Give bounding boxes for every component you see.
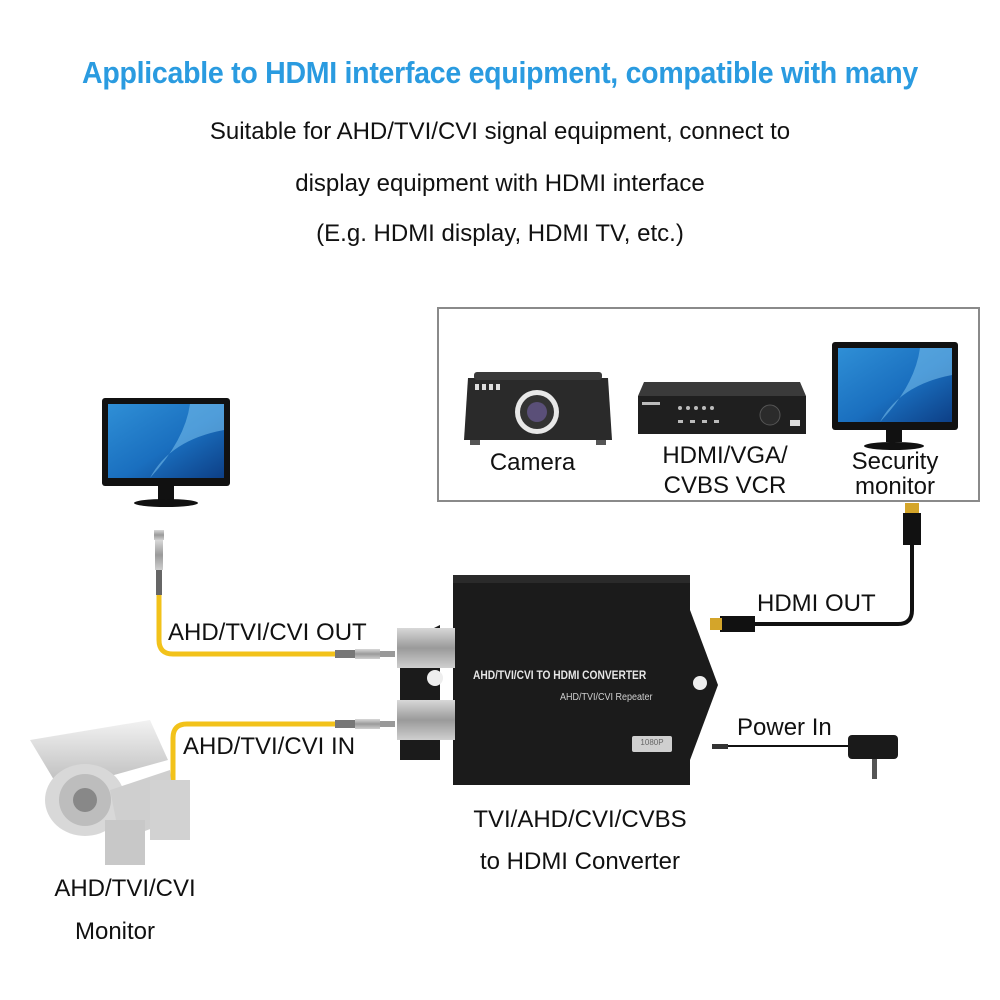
- converter-body-subtext: AHD/TVI/CVI Repeater: [560, 692, 653, 703]
- projector-camera-icon: [464, 372, 612, 445]
- subtitle-line-2: display equipment with HDMI interface: [295, 170, 705, 197]
- camera-label: Camera: [489, 449, 576, 476]
- vcr-label-line-2: CVBS VCR: [663, 472, 787, 499]
- coax-out-cable: [154, 530, 395, 659]
- resolution-badge: 1080P: [640, 738, 664, 747]
- power-in-label: Power In: [737, 714, 832, 741]
- security-monitor-label-line-1: Security: [851, 448, 939, 475]
- coax-in-cable: [170, 719, 395, 785]
- security-monitor-icon: [832, 342, 958, 450]
- subtitle-line-3: (E.g. HDMI display, HDMI TV, etc.): [316, 220, 684, 247]
- converter-body-text: AHD/TVI/CVI TO HDMI CONVERTER: [473, 668, 647, 682]
- converter-device: [397, 575, 718, 785]
- vcr-label-line-1: HDMI/VGA/: [662, 442, 788, 469]
- source-camera-label-line-2: Monitor: [74, 918, 156, 945]
- coax-in-label: AHD/TVI/CVI IN: [183, 733, 356, 760]
- power-adapter: [712, 735, 898, 779]
- headline: Applicable to HDMI interface equipment, …: [82, 55, 918, 90]
- dvr-recorder-icon: [638, 382, 806, 434]
- source-camera-label-line-1: AHD/TVI/CVI: [54, 875, 196, 902]
- hdmi-out-label: HDMI OUT: [757, 590, 876, 617]
- security-monitor-label-line-2: monitor: [854, 473, 936, 500]
- coax-out-label: AHD/TVI/CVI OUT: [168, 619, 367, 646]
- left-monitor-icon: [102, 398, 230, 507]
- converter-caption-line-1: TVI/AHD/CVI/CVBS: [473, 806, 687, 833]
- subtitle-line-1: Suitable for AHD/TVI/CVI signal equipmen…: [209, 118, 791, 145]
- hdmi-cable: [710, 503, 921, 632]
- converter-caption-line-2: to HDMI Converter: [479, 848, 681, 875]
- bullet-camera-icon: [30, 720, 190, 865]
